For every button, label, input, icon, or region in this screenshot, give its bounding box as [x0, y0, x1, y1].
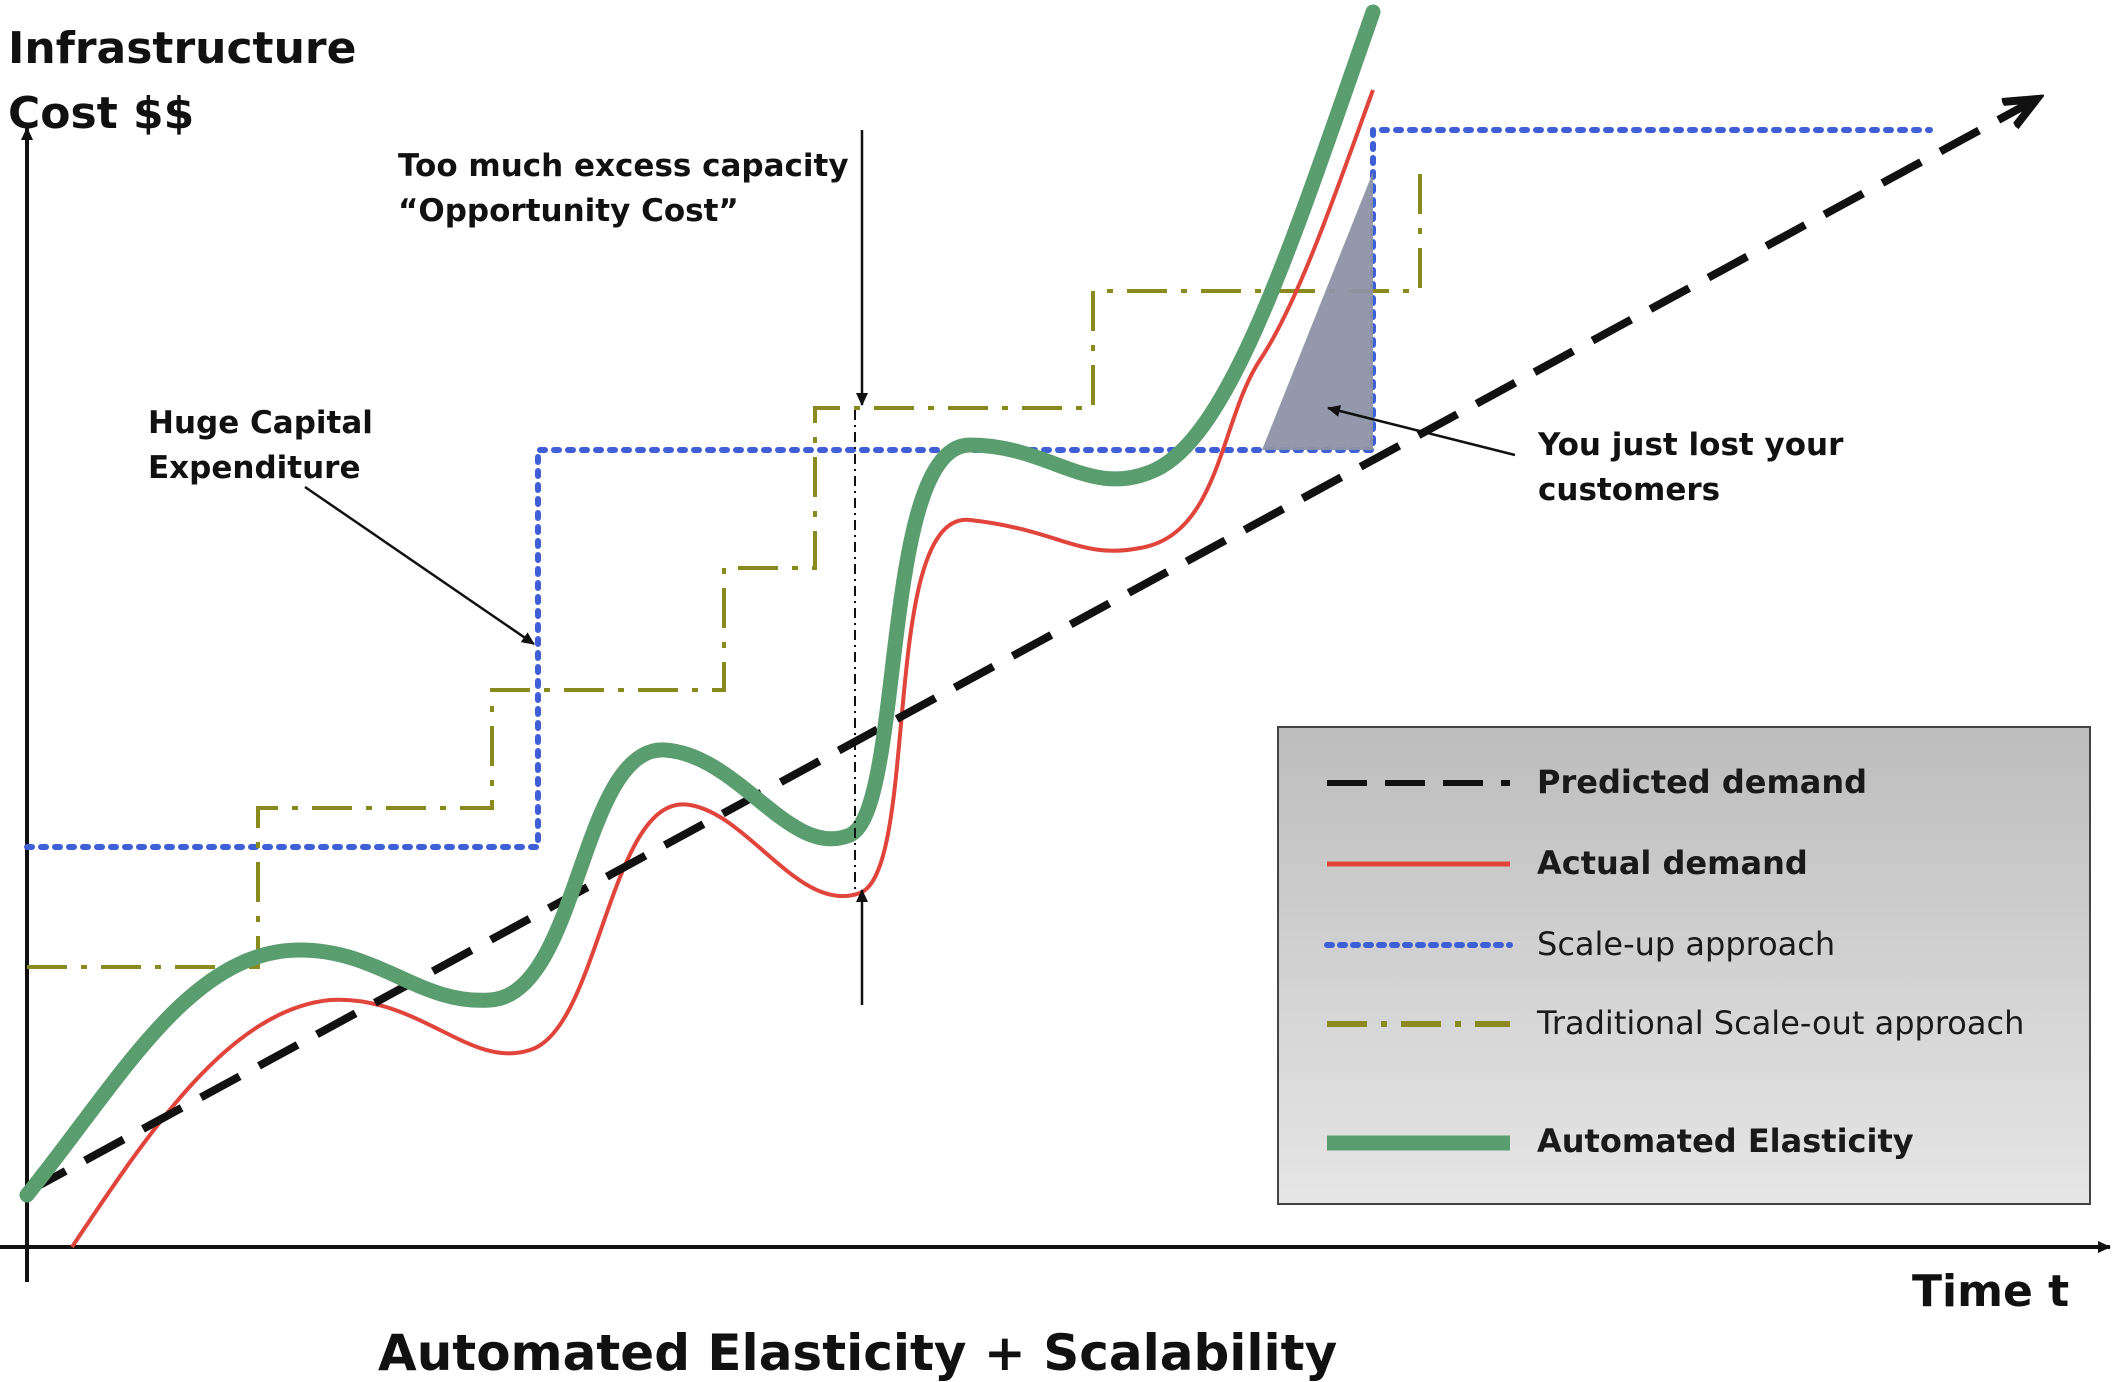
- lost-customers-area: [1262, 172, 1373, 450]
- legend-label-elasticity: Automated Elasticity: [1537, 1122, 1914, 1160]
- excess-capacity-annotation: Too much excess capacity “Opportunity Co…: [398, 148, 859, 229]
- capital-expenditure-arrow: [304, 485, 535, 646]
- predicted-demand-series: [25, 100, 2035, 1196]
- lost-customers-annotation: You just lost your customers: [1537, 427, 1854, 508]
- automated-elasticity-series: [19, 4, 1381, 1203]
- legend-box: [1277, 726, 2091, 1205]
- lost-customers-arrow: [1327, 405, 1516, 457]
- legend: Predicted demand Actual demand Scale-up …: [1277, 726, 2091, 1205]
- chart-title: Automated Elasticity + Scalability: [378, 1324, 1337, 1382]
- legend-label-scale-up: Scale-up approach: [1537, 925, 1835, 963]
- capital-expenditure-annotation: Huge Capital Expenditure: [148, 405, 384, 486]
- scale-up-series: [24, 127, 1933, 850]
- scale-out-series: [27, 170, 1422, 969]
- legend-label-predicted: Predicted demand: [1537, 763, 1867, 801]
- legend-label-actual: Actual demand: [1537, 844, 1808, 882]
- legend-label-scale-out: Traditional Scale-out approach: [1536, 1004, 2024, 1042]
- y-axis-label: Infrastructure Cost $$: [8, 23, 372, 139]
- x-axis-label: Time t: [1912, 1266, 2069, 1317]
